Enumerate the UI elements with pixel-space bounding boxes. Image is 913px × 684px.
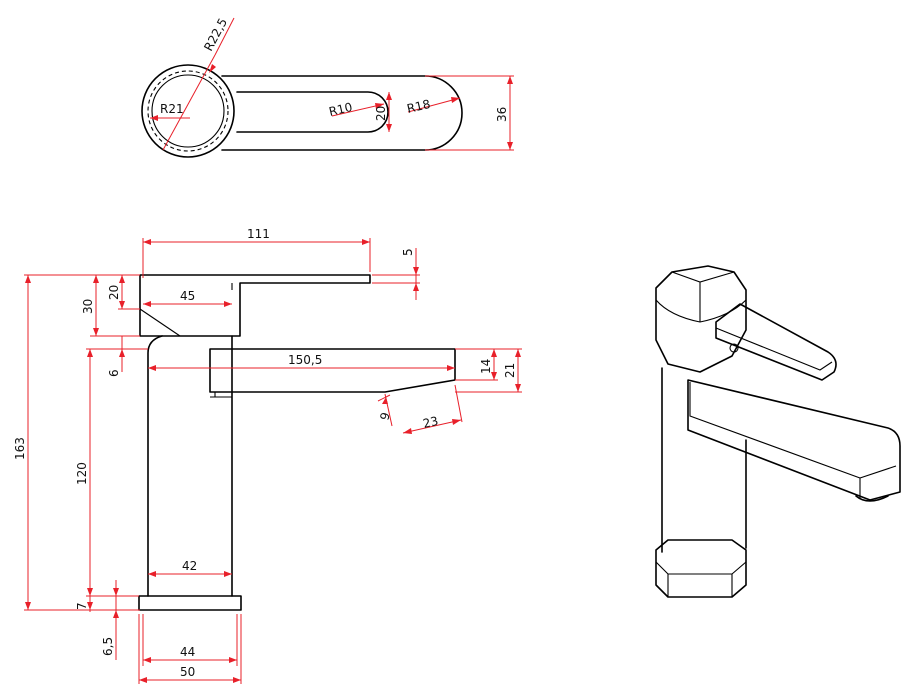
arrow-44-b <box>229 657 237 663</box>
label-r18: R18 <box>406 97 432 116</box>
top-handle-slot <box>236 91 389 133</box>
iso-base-facets <box>667 574 733 597</box>
arrow-50-a <box>139 677 147 683</box>
arrow-150-5-b <box>447 365 455 371</box>
arrow-45-a <box>143 301 151 307</box>
arrow-150-5-a <box>148 365 156 371</box>
ext-23-right <box>454 384 463 423</box>
iso-base-edge <box>655 561 747 575</box>
arrow-7 <box>87 602 93 610</box>
arrow-42-a <box>148 571 156 577</box>
label-20-front: 20 <box>107 285 121 300</box>
arrow-r10 <box>375 103 384 109</box>
dim-line-9 <box>377 394 391 402</box>
dim-leader-r22-5 <box>162 54 216 151</box>
arrow-6 <box>119 349 125 357</box>
label-111: 111 <box>247 227 270 241</box>
dim-leader-r22-5-ext <box>214 17 235 56</box>
arrow-50-b <box>233 677 241 683</box>
iso-handle-cap <box>655 265 747 373</box>
arrow-111-b <box>362 239 370 245</box>
arrow-30-b <box>93 328 99 336</box>
label-36: 36 <box>495 107 509 122</box>
front-view: 111 5 30 20 45 163 15 <box>13 227 522 684</box>
label-r21: R21 <box>160 102 184 116</box>
arrow-23-b <box>452 419 461 425</box>
dim-leader-r10 <box>331 103 385 117</box>
arrow-9 <box>382 397 388 404</box>
label-14: 14 <box>479 359 493 374</box>
front-base-plate <box>138 595 242 611</box>
arrow-14-b <box>491 372 497 380</box>
label-163: 163 <box>13 437 27 460</box>
label-30: 30 <box>81 299 95 314</box>
front-handle-block <box>139 274 371 337</box>
isometric-view <box>655 265 901 598</box>
arrow-30-a <box>93 275 99 283</box>
iso-handle-cap-edge <box>655 299 747 323</box>
arrow-20-top-a <box>386 92 392 100</box>
iso-spout-outline <box>687 379 901 501</box>
iso-spout-faces <box>689 382 897 498</box>
dim-line-23 <box>402 419 462 434</box>
label-44: 44 <box>180 645 195 659</box>
label-45: 45 <box>180 289 195 303</box>
arrow-120-b <box>87 588 93 596</box>
front-spout <box>209 348 456 393</box>
label-20-top: 20 <box>374 106 388 121</box>
dim-leader-r18 <box>407 97 461 113</box>
arrow-20-top-b <box>386 124 392 132</box>
front-handle-chamfer <box>139 308 181 337</box>
arrow-36-a <box>507 76 513 84</box>
iso-base-outer <box>655 539 747 598</box>
arrow-21-b <box>515 384 521 392</box>
arrow-111-a <box>143 239 151 245</box>
iso-spout-outlet <box>855 495 889 502</box>
label-6-5: 6,5 <box>101 637 115 656</box>
label-6: 6 <box>107 369 121 377</box>
iso-lever <box>715 303 837 381</box>
top-body-dashed-circle <box>147 70 229 152</box>
arrow-42-b <box>224 571 232 577</box>
iso-lever-pin <box>729 343 739 353</box>
arrow-20-front-a <box>119 275 125 283</box>
arrow-r22-5 <box>209 64 216 73</box>
iso-handle-cap-facets <box>671 271 735 322</box>
top-body-inner-circle <box>151 74 225 148</box>
label-50: 50 <box>180 665 195 679</box>
arrow-5-a <box>413 267 419 275</box>
label-r10: R10 <box>328 100 354 119</box>
arrow-23-a <box>403 428 412 434</box>
arrow-20-front-b <box>119 301 125 309</box>
label-5: 5 <box>401 248 415 256</box>
label-42: 42 <box>182 559 197 573</box>
top-view: R22,5 R21 R10 20 R18 36 <box>141 16 514 158</box>
arrow-6-5-b <box>113 610 119 618</box>
label-23: 23 <box>422 414 440 431</box>
label-21: 21 <box>503 363 517 378</box>
label-7: 7 <box>75 602 89 610</box>
label-150-5: 150,5 <box>288 353 322 367</box>
top-handle-outline <box>221 75 463 151</box>
arrow-5-b <box>413 283 419 291</box>
arrow-r21 <box>150 115 158 121</box>
top-body-outer-circle <box>141 64 235 158</box>
arrow-r18 <box>451 97 460 103</box>
label-9: 9 <box>377 411 393 422</box>
label-120: 120 <box>75 462 89 485</box>
arrow-45-b <box>224 301 232 307</box>
arrow-6-5-a <box>113 588 119 596</box>
arrow-14-a <box>491 349 497 357</box>
arrow-163-a <box>25 275 31 283</box>
arrow-36-b <box>507 142 513 150</box>
arrow-44-a <box>143 657 151 663</box>
iso-lever-edge <box>715 327 833 371</box>
front-body-left <box>147 335 163 597</box>
arrow-163-b <box>25 602 31 610</box>
arrow-21-a <box>515 349 521 357</box>
arrow-120-a <box>87 349 93 357</box>
